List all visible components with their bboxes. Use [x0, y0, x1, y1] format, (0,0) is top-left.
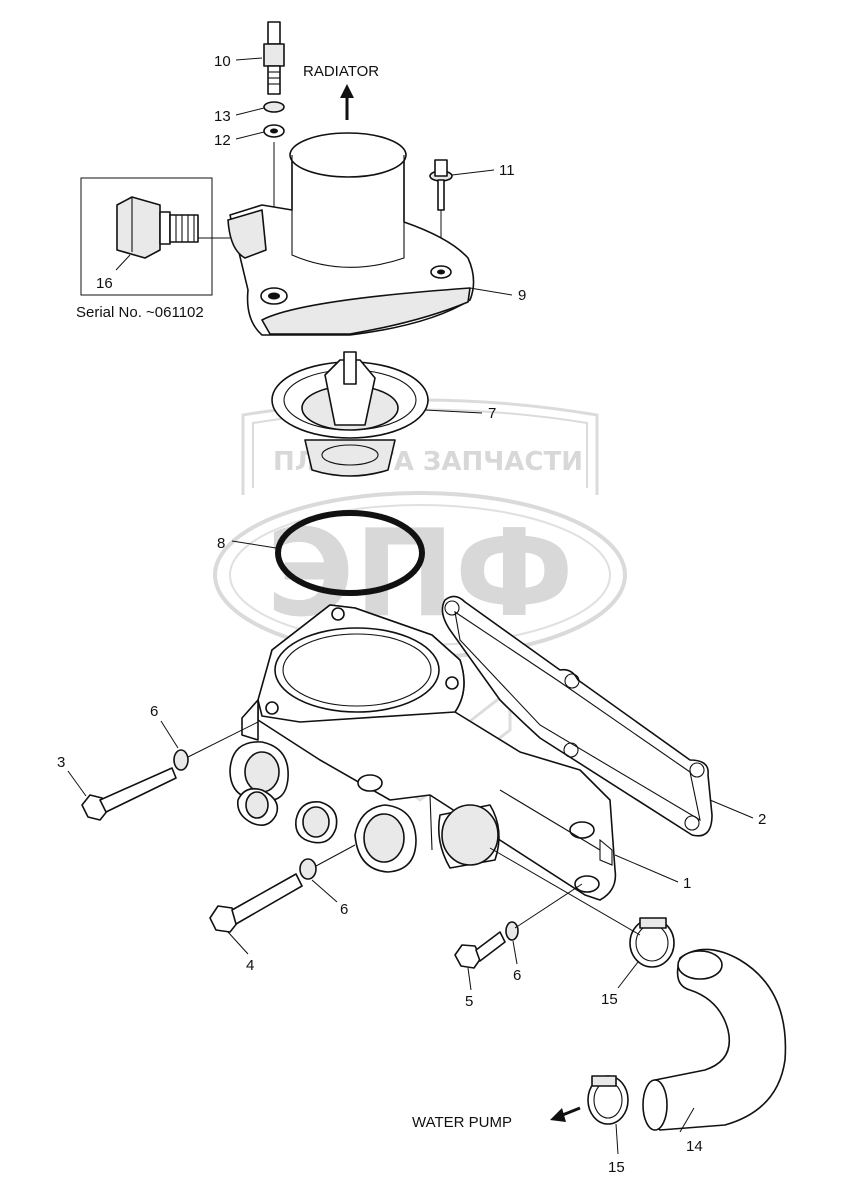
- callout-13: 13: [214, 107, 265, 125]
- svg-text:6: 6: [340, 901, 348, 918]
- bolt-11: [429, 159, 453, 211]
- svg-text:13: 13: [214, 108, 231, 125]
- serial-note: Serial No. ~061102: [76, 304, 204, 321]
- svg-text:6: 6: [150, 703, 158, 720]
- callout-12: 12: [214, 131, 265, 149]
- radiator-arrow: [340, 84, 354, 120]
- svg-text:15: 15: [608, 1159, 625, 1176]
- water-hose: [642, 948, 787, 1131]
- callout-6c: 6: [512, 940, 521, 984]
- bolt-5: [454, 931, 506, 969]
- callout-11: 11: [451, 162, 515, 179]
- plug-16: [116, 196, 199, 259]
- svg-text:3: 3: [57, 754, 65, 771]
- hose-clamp-lower: [587, 1075, 629, 1125]
- stud-bolt: [263, 21, 285, 95]
- callout-14: 14: [679, 1107, 703, 1155]
- callout-8: 8: [217, 535, 277, 552]
- svg-text:15: 15: [601, 991, 618, 1008]
- thermostat: [271, 351, 429, 477]
- svg-text:7: 7: [488, 405, 496, 422]
- bolt-4: [209, 873, 303, 933]
- callout-6b: 6: [311, 879, 348, 918]
- callout-2: 2: [709, 799, 766, 828]
- svg-text:14: 14: [686, 1138, 703, 1155]
- washer-13: [263, 101, 285, 113]
- callout-9: 9: [469, 287, 526, 304]
- washer-6c: [505, 921, 519, 941]
- svg-text:10: 10: [214, 53, 231, 70]
- callout-7: 7: [424, 405, 496, 422]
- svg-text:2: 2: [758, 811, 766, 828]
- radiator-label: RADIATOR: [303, 63, 379, 80]
- svg-text:5: 5: [465, 993, 473, 1010]
- hose-clamp-upper: [629, 917, 675, 968]
- thermostat-cover: [227, 132, 475, 336]
- callout-15b: 15: [608, 1123, 625, 1176]
- svg-text:12: 12: [214, 132, 231, 149]
- washer-6a: [173, 749, 189, 771]
- callout-5: 5: [465, 967, 473, 1010]
- serial-inset-box: [80, 177, 213, 296]
- callout-15a: 15: [601, 961, 639, 1008]
- svg-text:16: 16: [96, 275, 113, 292]
- svg-text:6: 6: [513, 967, 521, 984]
- bolt-3: [81, 767, 177, 821]
- svg-text:9: 9: [518, 287, 526, 304]
- callout-4: 4: [227, 931, 254, 974]
- callout-6a: 6: [150, 703, 179, 749]
- svg-text:4: 4: [246, 957, 254, 974]
- callout-10: 10: [214, 53, 263, 70]
- washer-6b: [299, 858, 317, 880]
- water-pump-label: WATER PUMP: [412, 1114, 512, 1131]
- thermostat-housing: [229, 604, 617, 901]
- o-ring: [275, 510, 425, 596]
- callout-16: 16: [96, 254, 131, 292]
- svg-text:11: 11: [499, 162, 515, 179]
- callout-3: 3: [57, 754, 87, 797]
- water-pump-arrow: [550, 1106, 581, 1122]
- svg-text:8: 8: [217, 535, 225, 552]
- svg-text:1: 1: [683, 875, 691, 892]
- callout-1: 1: [614, 854, 691, 892]
- gasket: [441, 595, 713, 837]
